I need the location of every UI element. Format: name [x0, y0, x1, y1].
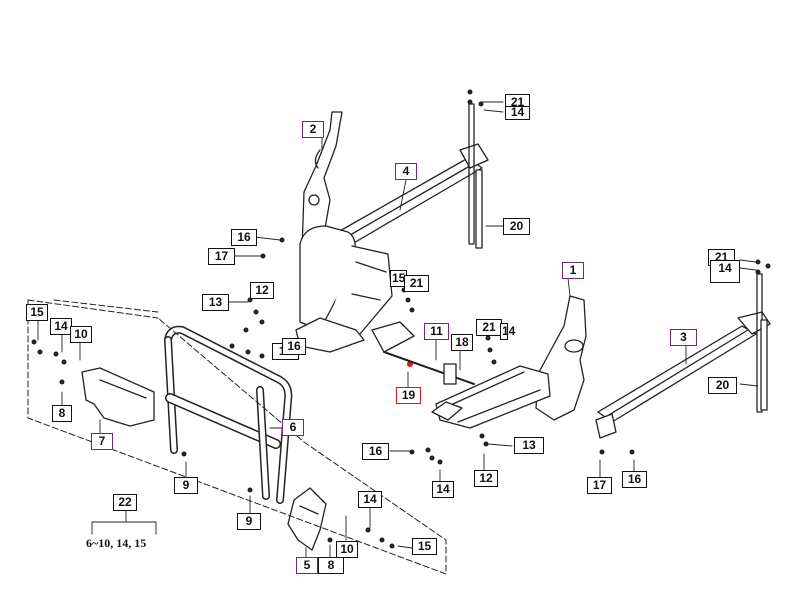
grille-guard — [164, 325, 293, 504]
callout-21: 21 — [404, 275, 429, 292]
callout-16: 16 — [622, 471, 647, 488]
callout-7: 7 — [91, 433, 113, 450]
callout-15: 15 — [390, 270, 407, 287]
callout-15: 15 — [26, 304, 48, 321]
fasteners — [31, 89, 771, 549]
callout-12: 12 — [250, 282, 274, 299]
leader-lines — [37, 101, 759, 561]
left-guard-bracket — [81, 367, 155, 427]
right-mount-plate — [431, 295, 587, 429]
callout-9: 9 — [237, 513, 261, 530]
callout-6: 6 — [282, 419, 304, 436]
callout-13: 13 — [202, 294, 229, 311]
callout-16: 16 — [362, 443, 389, 460]
callout-14: 14 — [710, 260, 740, 283]
callout-8: 8 — [52, 405, 72, 422]
callout-9: 9 — [174, 477, 198, 494]
threaded-rod — [383, 351, 475, 385]
callout-13: 13 — [514, 437, 544, 454]
kit-contents-note: 6~10, 14, 15 — [86, 536, 147, 550]
callout-20: 20 — [503, 218, 530, 235]
callout-10: 10 — [336, 541, 358, 558]
right-guard-bracket — [287, 487, 327, 551]
callout-17: 17 — [587, 477, 612, 494]
callout-14: 14 — [432, 481, 454, 498]
callout-14: 14 — [505, 106, 530, 120]
callout-12: 12 — [474, 470, 498, 487]
callout-5: 5 — [296, 557, 318, 574]
callout-14: 14 — [500, 323, 516, 340]
callout-20: 20 — [708, 377, 737, 394]
callout-2: 2 — [302, 121, 324, 138]
callout-11: 11 — [424, 323, 449, 340]
callout-18: 18 — [451, 334, 473, 351]
callout-4: 4 — [395, 163, 417, 180]
callout-19-highlighted[interactable]: 19 — [396, 387, 421, 404]
upper-crossbar — [337, 143, 489, 245]
center-bracket-assembly — [295, 225, 415, 353]
callout-8: 8 — [318, 557, 344, 574]
callout-16: 16 — [282, 338, 306, 355]
callout-16: 16 — [231, 229, 257, 246]
right-crossbar — [595, 311, 771, 439]
callout-22: 22 — [113, 494, 137, 511]
callout-1: 1 — [562, 262, 584, 279]
callout-17: 17 — [208, 248, 235, 265]
kit-outline — [27, 299, 447, 575]
callout-3: 3 — [670, 329, 697, 346]
callout-15: 15 — [412, 538, 437, 555]
callout-10: 10 — [70, 326, 92, 343]
callout-21: 21 — [476, 319, 502, 336]
callout-14: 14 — [358, 491, 382, 508]
callout-14: 14 — [50, 318, 72, 335]
